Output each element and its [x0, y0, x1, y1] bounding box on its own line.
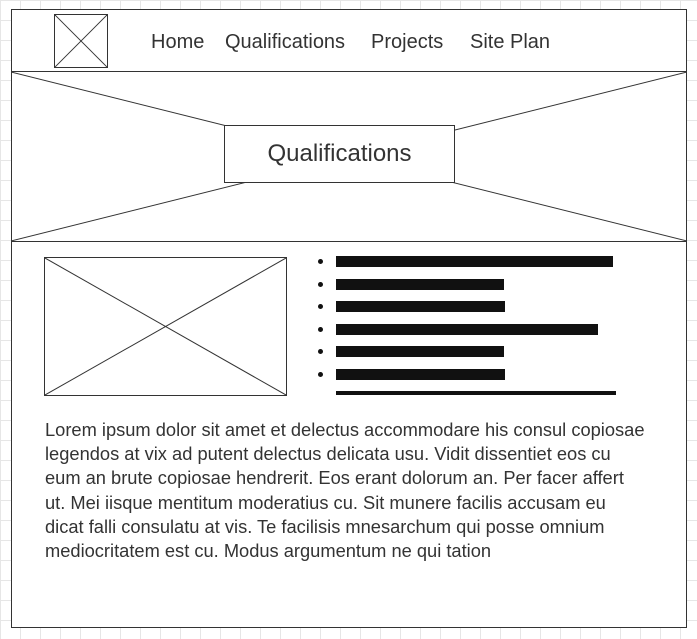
body-paragraph: Lorem ipsum dolor sit amet et delectus a… — [45, 419, 645, 562]
wireframe-page: Home Qualifications Projects Site Plan Q… — [11, 9, 687, 628]
bullet-dot-icon — [318, 327, 323, 332]
text-placeholder-bar — [336, 369, 505, 380]
nav-item-site-plan[interactable]: Site Plan — [470, 31, 551, 53]
hero-banner: Qualifications — [11, 71, 687, 242]
text-placeholder-bar — [336, 346, 504, 357]
bullet-dot-icon — [318, 282, 323, 287]
bullet-dot-icon — [318, 372, 323, 377]
text-placeholder-bar — [336, 279, 504, 290]
nav-item-home[interactable]: Home — [151, 31, 205, 53]
hero-title: Qualifications — [224, 125, 455, 183]
bullet-dot-icon — [318, 304, 323, 309]
list-underline — [336, 391, 616, 395]
logo-placeholder-icon[interactable] — [54, 14, 108, 68]
bullet-dot-icon — [318, 349, 323, 354]
bullet-list — [318, 256, 618, 396]
content-image-cross-icon — [45, 258, 286, 395]
nav-item-qualifications[interactable]: Qualifications — [225, 31, 346, 53]
text-placeholder-bar — [336, 324, 598, 335]
bullet-dot-icon — [318, 259, 323, 264]
nav-item-projects[interactable]: Projects — [371, 31, 444, 53]
logo-cross-icon — [55, 15, 107, 67]
content-image-placeholder-icon — [44, 257, 287, 396]
text-placeholder-bar — [336, 256, 613, 267]
text-placeholder-bar — [336, 301, 505, 312]
